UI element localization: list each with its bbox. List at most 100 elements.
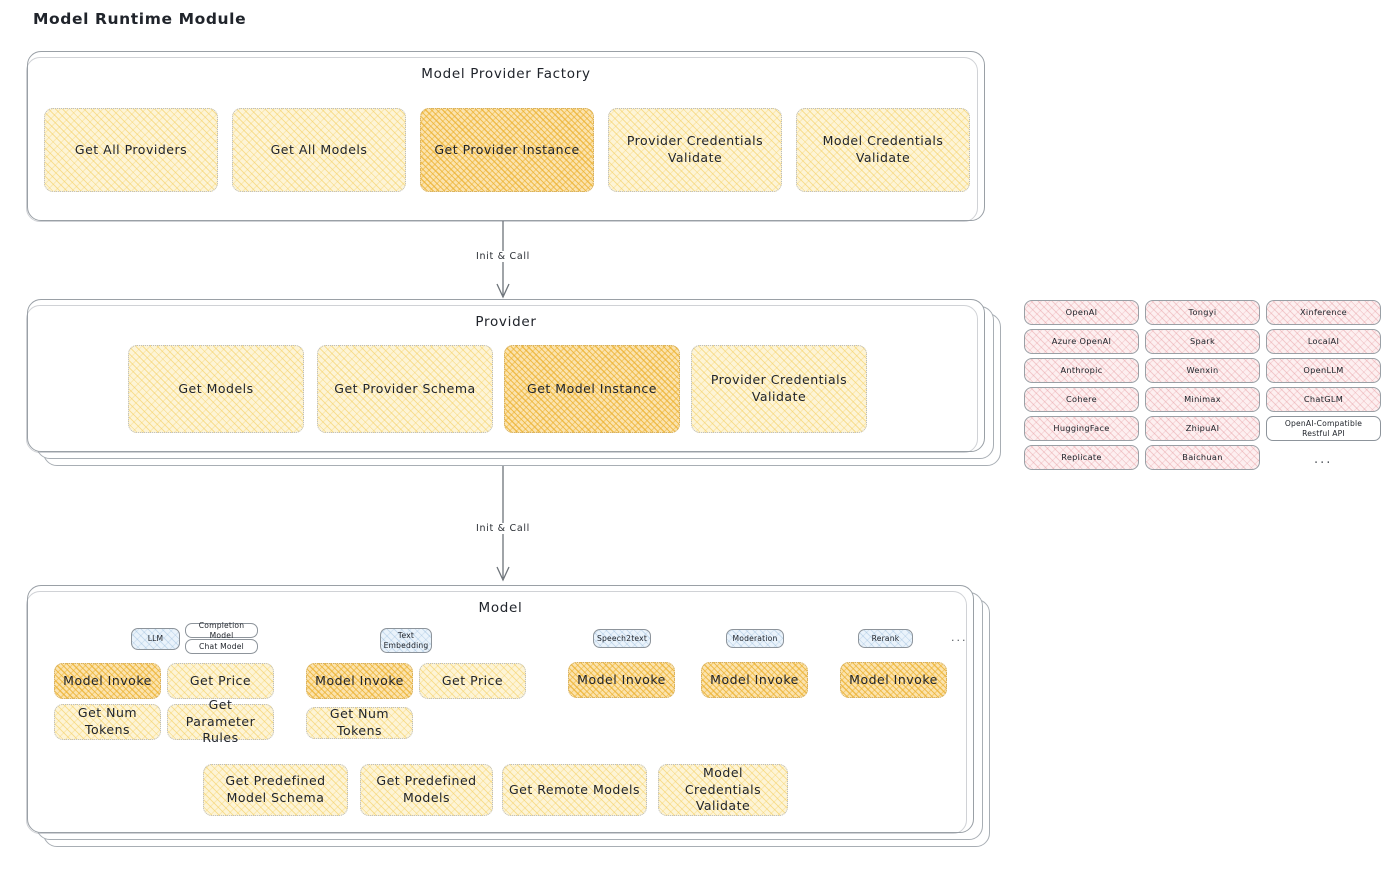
node-label: Get Remote Models: [509, 781, 640, 797]
provider-chip-label: ZhipuAI: [1185, 423, 1220, 434]
provider-chip-openai-compatible-restful-api[interactable]: OpenAI-Compatible Restful API: [1266, 416, 1381, 441]
node-moderation-model-invoke[interactable]: Model Invoke: [701, 662, 808, 698]
provider-chip-minimax[interactable]: Minimax: [1145, 387, 1260, 412]
provider-chip-label: Tongyi: [1188, 307, 1217, 318]
provider-chip-label: HuggingFace: [1053, 423, 1110, 434]
provider-chip-openllm[interactable]: OpenLLM: [1266, 358, 1381, 383]
provider-chip-huggingface[interactable]: HuggingFace: [1024, 416, 1139, 441]
provider-chip-wenxin[interactable]: Wenxin: [1145, 358, 1260, 383]
node-label: Model Credentials Validate: [822, 133, 944, 165]
node-llm-get-parameter-rules[interactable]: Get Parameter Rules: [167, 697, 274, 745]
node-label: Get Parameter Rules: [185, 696, 256, 746]
node-get-provider-instance[interactable]: Get Provider Instance: [420, 108, 594, 192]
provider-chip-label: OpenAI-Compatible Restful API: [1284, 419, 1363, 438]
node-get-predefined-model-schema[interactable]: Get Predefined Model Schema: [203, 764, 348, 816]
provider-chip-label: LocalAI: [1307, 336, 1340, 347]
badge-label: Rerank: [871, 633, 900, 643]
section-title-model: Model: [478, 600, 523, 616]
section-title-factory: Model Provider Factory: [421, 66, 591, 82]
arrow-provider-to-model: [496, 466, 510, 582]
badge-label: LLM: [147, 634, 164, 644]
badge-label: Speech2text: [597, 633, 647, 643]
node-get-all-models[interactable]: Get All Models: [232, 108, 406, 192]
provider-chip-openai[interactable]: OpenAI: [1024, 300, 1139, 325]
arrow-label-init-call-2: Init & Call: [453, 523, 553, 534]
node-label: Get Predefined Models: [376, 773, 477, 805]
node-label: Get Price: [189, 672, 252, 688]
node-label: Get Num Tokens: [77, 705, 138, 737]
node-llm-get-num-tokens[interactable]: Get Num Tokens: [54, 704, 161, 740]
node-embedding-model-invoke[interactable]: Model Invoke: [306, 663, 413, 699]
node-get-model-instance[interactable]: Get Model Instance: [504, 345, 680, 433]
provider-chip-localai[interactable]: LocalAI: [1266, 329, 1381, 354]
provider-chip-xinference[interactable]: Xinference: [1266, 300, 1381, 325]
badge-llm[interactable]: LLM: [131, 628, 180, 650]
provider-chip-chatglm[interactable]: ChatGLM: [1266, 387, 1381, 412]
badge-more: ...: [951, 631, 968, 644]
badge-label: Moderation: [732, 633, 778, 643]
provider-chip-label: ChatGLM: [1303, 394, 1344, 405]
provider-chip-baichuan[interactable]: Baichuan: [1145, 445, 1260, 470]
node-embedding-get-num-tokens[interactable]: Get Num Tokens: [306, 706, 413, 739]
node-label: Model Invoke: [63, 672, 152, 688]
badge-speech2text[interactable]: Speech2text: [593, 629, 651, 648]
arrow-label-init-call-1: Init & Call: [453, 251, 553, 262]
provider-chip-label: Replicate: [1061, 452, 1102, 463]
badge-chat-model[interactable]: Chat Model: [185, 639, 258, 654]
node-provider-credentials-validate-2[interactable]: Provider Credentials Validate: [691, 345, 867, 433]
badge-rerank[interactable]: Rerank: [858, 629, 913, 648]
node-label: Get Provider Instance: [434, 141, 580, 157]
provider-chip-label: Minimax: [1184, 394, 1221, 405]
node-label: Model Invoke: [315, 672, 404, 688]
provider-chip-cohere[interactable]: Cohere: [1024, 387, 1139, 412]
provider-chip-azure-openai[interactable]: Azure OpenAI: [1024, 329, 1139, 354]
badge-moderation[interactable]: Moderation: [726, 629, 784, 648]
badge-completion-model[interactable]: Completion Model: [185, 621, 258, 640]
node-model-credentials-validate-2[interactable]: Model Credentials Validate: [658, 764, 788, 816]
node-label: Model Invoke: [577, 671, 666, 687]
provider-chip-zhipuai[interactable]: ZhipuAI: [1145, 416, 1260, 441]
node-model-credentials-validate[interactable]: Model Credentials Validate: [796, 108, 970, 192]
provider-chip-label: Baichuan: [1182, 452, 1223, 463]
provider-chip-label: Anthropic: [1060, 365, 1103, 376]
node-speech2text-model-invoke[interactable]: Model Invoke: [568, 662, 675, 698]
node-label: Provider Credentials Validate: [626, 133, 764, 165]
node-get-predefined-models[interactable]: Get Predefined Models: [360, 764, 493, 816]
node-embedding-get-price[interactable]: Get Price: [419, 663, 526, 699]
node-label: Get Predefined Model Schema: [225, 773, 326, 805]
node-get-all-providers[interactable]: Get All Providers: [44, 108, 218, 192]
provider-chip-label: Xinference: [1300, 307, 1347, 318]
node-label: Model Credentials Validate: [684, 764, 762, 814]
provider-chip-label: OpenAI: [1065, 307, 1098, 318]
section-title-provider: Provider: [475, 314, 537, 330]
node-rerank-model-invoke[interactable]: Model Invoke: [840, 662, 947, 698]
node-label: Model Invoke: [849, 671, 938, 687]
node-get-provider-schema[interactable]: Get Provider Schema: [317, 345, 493, 433]
badge-label: Chat Model: [199, 641, 244, 651]
node-llm-get-price[interactable]: Get Price: [167, 663, 274, 699]
provider-chip-label: OpenLLM: [1303, 365, 1344, 376]
node-label: Get Models: [178, 380, 254, 396]
provider-chip-label: Cohere: [1066, 394, 1097, 405]
node-get-remote-models[interactable]: Get Remote Models: [502, 764, 647, 816]
badge-label: Text Embedding: [383, 631, 429, 650]
page-title: Model Runtime Module: [33, 10, 247, 28]
node-get-models[interactable]: Get Models: [128, 345, 304, 433]
node-label: Provider Credentials Validate: [710, 372, 848, 404]
provider-chip-label: Wenxin: [1186, 365, 1219, 376]
node-provider-credentials-validate[interactable]: Provider Credentials Validate: [608, 108, 782, 192]
provider-chip-anthropic[interactable]: Anthropic: [1024, 358, 1139, 383]
provider-chip-replicate[interactable]: Replicate: [1024, 445, 1139, 470]
badge-label: Completion Model: [198, 621, 245, 640]
node-label: Get Model Instance: [527, 380, 657, 396]
node-label: Get Provider Schema: [334, 380, 476, 396]
node-label: Get Num Tokens: [329, 706, 390, 738]
provider-chip-tongyi[interactable]: Tongyi: [1145, 300, 1260, 325]
provider-chip-spark[interactable]: Spark: [1145, 329, 1260, 354]
provider-chip-label: Spark: [1189, 336, 1216, 347]
node-label: Get Price: [441, 672, 504, 688]
node-label: Get All Models: [270, 141, 368, 157]
badge-text-embedding[interactable]: Text Embedding: [380, 628, 432, 653]
node-llm-model-invoke[interactable]: Model Invoke: [54, 663, 161, 699]
